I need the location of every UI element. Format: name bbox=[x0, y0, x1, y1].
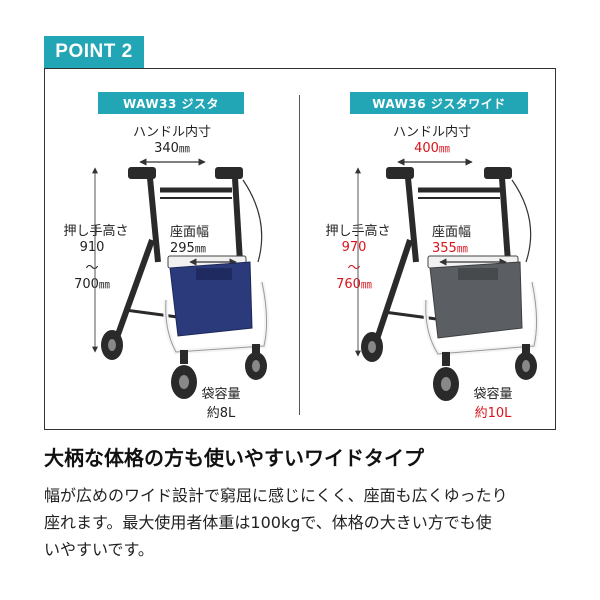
handle-label-right: ハンドル内寸 bbox=[392, 125, 471, 140]
height-min-right: 760㎜ bbox=[336, 277, 372, 292]
handle-value-left: 340㎜ bbox=[154, 141, 190, 156]
model-label-right: WAW36 ジスタワイド bbox=[350, 92, 528, 114]
handle-value-right: 400㎜ bbox=[414, 141, 450, 156]
headline: 大柄な体格の方も使いやすいワイドタイプ bbox=[44, 446, 424, 470]
bag-value-left: 約8L bbox=[206, 406, 236, 421]
comparison-box bbox=[44, 68, 556, 430]
description-line: 幅が広めのワイド設計で窮屈に感じにくく、座面も広くゆったり bbox=[44, 486, 508, 505]
seat-value-left: 295㎜ bbox=[170, 241, 206, 256]
bag-label-left: 袋容量 bbox=[201, 387, 241, 402]
point-badge: POINT 2 bbox=[44, 36, 144, 68]
column-divider bbox=[299, 95, 300, 415]
bag-label-right: 袋容量 bbox=[473, 387, 513, 402]
seat-label-left: 座面幅 bbox=[170, 225, 210, 240]
seat-value-right: 355㎜ bbox=[432, 241, 468, 256]
model-label-left: WAW33 ジスタ bbox=[98, 92, 244, 114]
bag-value-right: 約10L bbox=[474, 406, 512, 421]
description-line: いやすいです。 bbox=[44, 540, 154, 559]
handle-label-left: ハンドル内寸 bbox=[132, 125, 211, 140]
description-line: 座れます。最大使用者体重は100kgで、体格の大きい方でも使 bbox=[44, 513, 492, 532]
description: 幅が広めのワイド設計で窮屈に感じにくく、座面も広くゆったり 座れます。最大使用者… bbox=[44, 482, 564, 563]
walker-left-image bbox=[92, 158, 270, 399]
seat-label-right: 座面幅 bbox=[432, 225, 472, 240]
height-max-left: 910 bbox=[79, 240, 105, 255]
walker-right-image bbox=[355, 158, 540, 401]
